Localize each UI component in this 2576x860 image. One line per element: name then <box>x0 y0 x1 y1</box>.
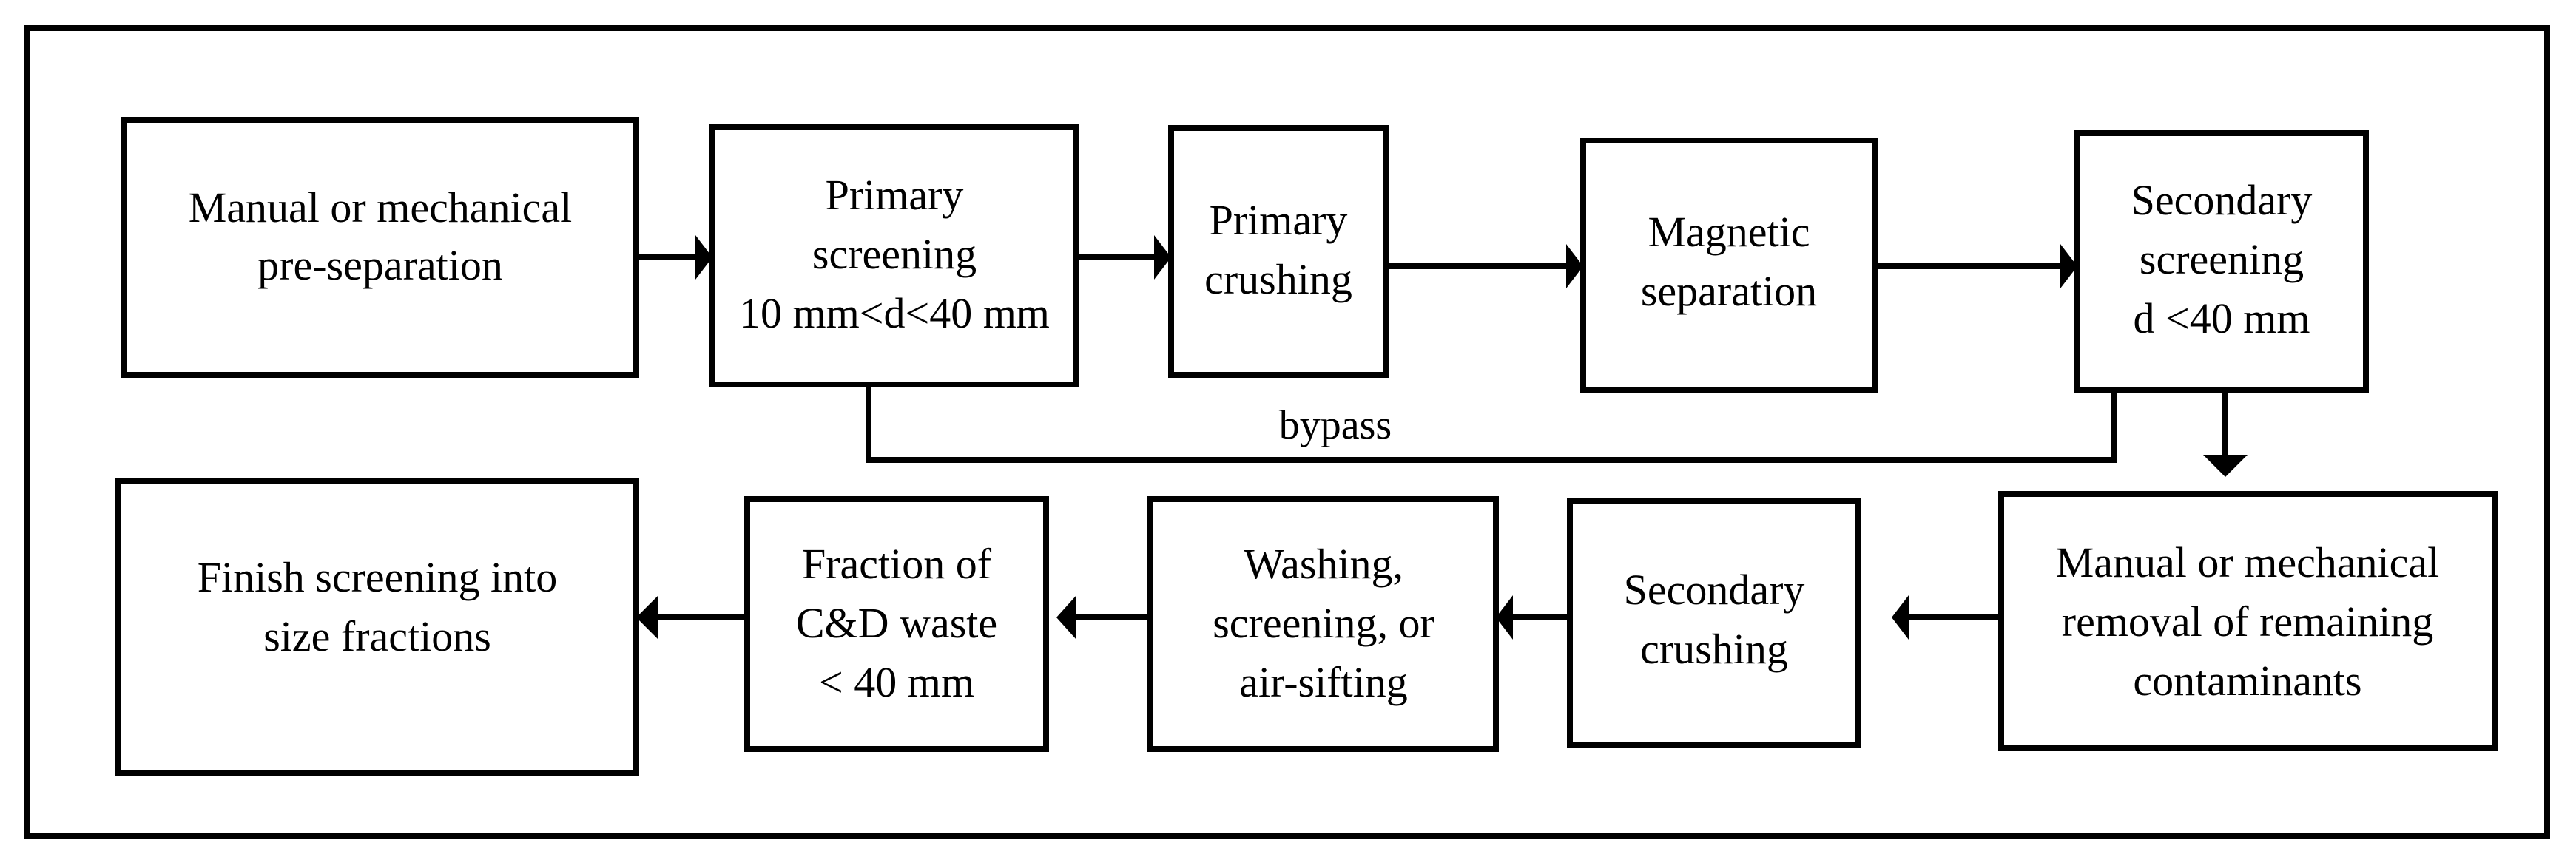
node-cd-waste-fraction[interactable]: Fraction of C&D waste < 40 mm <box>744 496 1049 752</box>
arrow-head-icon <box>636 595 658 640</box>
edge-primary-screening-to-primary-crushing <box>1076 235 1171 280</box>
node-box[interactable] <box>2074 130 2369 393</box>
arrow-head-icon <box>695 235 712 280</box>
node-line-text: crushing <box>1640 625 1788 673</box>
arrow-head-icon <box>2060 244 2077 288</box>
node-box[interactable] <box>1567 498 1861 748</box>
arrow-head-icon <box>2203 455 2248 477</box>
node-line-text: C&D waste <box>796 599 997 647</box>
node-line-text: Washing, <box>1244 540 1403 588</box>
node-finish-screening[interactable]: Finish screening into size fractions <box>115 478 639 776</box>
edge-secondary-screening-to-contaminant-removal <box>2203 390 2248 477</box>
edge-preseparation-to-primary-screening <box>636 235 712 280</box>
node-box[interactable] <box>1168 125 1389 378</box>
node-line-text: screening <box>812 230 977 278</box>
node-box[interactable] <box>121 117 639 378</box>
node-line-text: screening <box>2140 235 2304 283</box>
node-line-text: crushing <box>1204 255 1352 303</box>
edge-washing-to-cd-waste-fraction <box>1056 595 1150 640</box>
node-secondary-screening[interactable]: Secondary screening d <40 mm <box>2074 130 2369 393</box>
edge-primary-crushing-to-magnetic-separation <box>1386 244 1583 288</box>
diagram-outer-frame <box>24 25 2550 839</box>
edge-cd-waste-fraction-to-finish-screening <box>636 595 747 640</box>
node-box[interactable] <box>709 124 1079 387</box>
node-secondary-crushing[interactable]: Secondary crushing <box>1567 498 1861 748</box>
node-line-text: Finish screening into <box>198 553 558 601</box>
node-contaminant-removal[interactable]: Manual or mechanical removal of remainin… <box>1998 491 2498 751</box>
node-line-text: removal of remaining <box>2062 597 2434 646</box>
arrow-head-icon <box>1566 244 1583 288</box>
node-line-text: Magnetic <box>1648 208 1810 256</box>
node-box[interactable] <box>1580 138 1878 393</box>
node-washing-screening-air-sifting[interactable]: Washing, screening, or air-sifting <box>1147 496 1499 752</box>
node-primary-crushing[interactable]: Primary crushing <box>1168 125 1389 378</box>
node-line-text: < 40 mm <box>819 658 974 706</box>
node-box[interactable] <box>1998 491 2498 751</box>
node-line-text: 10 mm<d<40 mm <box>739 289 1050 337</box>
node-line-text: contaminants <box>2133 657 2361 705</box>
node-line-text: d <40 mm <box>2134 294 2310 342</box>
node-line-text: Secondary <box>2131 176 2313 224</box>
edge-magnetic-separation-to-secondary-screening <box>1875 244 2077 288</box>
edge-bypass-primary-screening-to-secondary-screening <box>866 385 2117 463</box>
edge-label-bypass: bypass <box>1279 402 1392 448</box>
node-line-text: pre-separation <box>257 241 503 289</box>
node-line-text: Secondary <box>1624 566 1805 614</box>
node-line-text: Primary <box>1210 196 1348 244</box>
node-box[interactable] <box>115 478 639 776</box>
node-line-text: Primary <box>826 171 964 219</box>
node-box[interactable] <box>744 496 1049 752</box>
node-manual-or-mechanical-pre-separation[interactable]: Manual or mechanical pre-separation <box>121 117 639 378</box>
node-line-text: screening, or <box>1213 599 1434 647</box>
node-primary-screening[interactable]: Primary screening 10 mm<d<40 mm <box>709 124 1079 387</box>
arrow-head-icon <box>1154 235 1171 280</box>
node-box[interactable] <box>1147 496 1499 752</box>
node-magnetic-separation[interactable]: Magnetic separation <box>1580 138 1878 393</box>
node-line-text: Fraction of <box>802 540 992 588</box>
node-line-text: Manual or mechanical <box>189 183 573 231</box>
arrow-head-icon <box>1892 595 1909 640</box>
edge-secondary-crushing-to-washing <box>1496 595 1570 640</box>
node-line-text: air-sifting <box>1239 658 1408 706</box>
edge-contaminant-removal-to-secondary-crushing <box>1892 595 2001 640</box>
arrow-head-icon <box>1496 595 1513 640</box>
node-line-text: separation <box>1641 267 1817 315</box>
arrow-head-icon <box>1056 595 1076 640</box>
node-line-text: Manual or mechanical <box>2056 538 2440 586</box>
node-line-text: size fractions <box>263 612 491 660</box>
